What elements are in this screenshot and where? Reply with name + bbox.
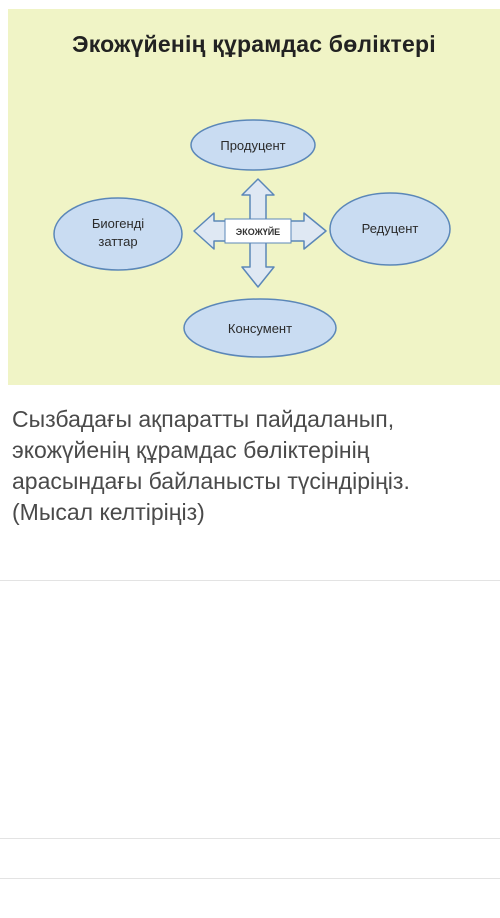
center-box bbox=[224, 218, 292, 244]
divider bbox=[0, 838, 500, 839]
question-line: экожүйенің құрамдас бөліктерінің bbox=[12, 437, 370, 463]
node-biogenic-label-line1: Биогенді bbox=[92, 216, 144, 231]
node-producer-label: Продуцент bbox=[220, 138, 285, 153]
node-reducer bbox=[329, 192, 451, 266]
question-text: Сызбадағы ақпаратты пайдаланып, экожүйен… bbox=[12, 404, 490, 528]
diagram-title: Экожүйенің құрамдас бөліктері bbox=[72, 31, 436, 57]
node-reducer-label: Редуцент bbox=[362, 221, 419, 236]
node-biogenic-label-line2: заттар bbox=[98, 234, 137, 249]
node-producer bbox=[190, 119, 316, 171]
center-label: ЭКОЖҮЙЕ bbox=[236, 226, 280, 237]
ecosystem-diagram: Экожүйенің құрамдас бөліктері ЭКОЖҮЙЕ Пр… bbox=[8, 9, 500, 385]
divider bbox=[0, 580, 500, 581]
node-biogenic bbox=[53, 197, 183, 271]
diagram-canvas: ЭКОЖҮЙЕ Продуцент Редуцент Консумент Био… bbox=[53, 119, 451, 358]
node-consumer bbox=[183, 298, 337, 358]
question-line: (Мысал келтіріңіз) bbox=[12, 499, 205, 525]
divider bbox=[0, 878, 500, 879]
question-line: Сызбадағы ақпаратты пайдаланып, bbox=[12, 406, 395, 432]
node-consumer-label: Консумент bbox=[228, 321, 292, 336]
question-line: арасындағы байланысты түсіндіріңіз. bbox=[12, 468, 410, 494]
